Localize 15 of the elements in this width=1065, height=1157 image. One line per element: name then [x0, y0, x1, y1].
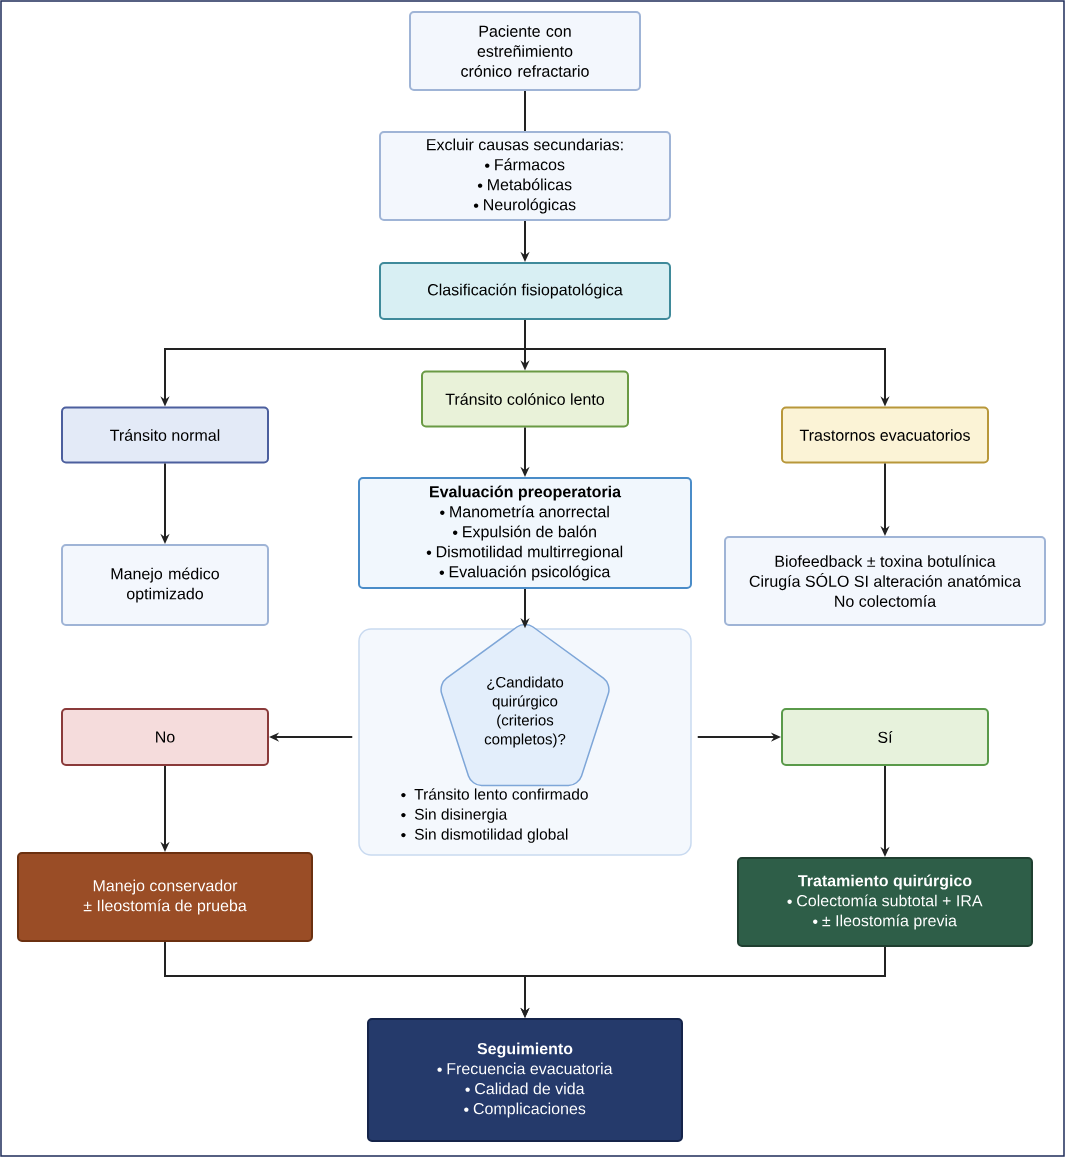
- decision-pentagon: ¿Candidato quirúrgico (criterios completos)?: [440, 623, 610, 787]
- process-box: Biofeedback ± toxina botulínica Cirugía SÓLO SI alteración anatómica No colectomía: [724, 536, 1046, 626]
- process-box: Paciente con estreñimiento crónico refractario: [409, 11, 641, 91]
- process-box: Tránsito normal: [61, 406, 269, 464]
- process-box: Clasificación fisiopatológica: [379, 262, 671, 320]
- process-box: Evaluación preoperatoria Manometría anorrectal Expulsión de balón Dismotilidad multirregional Evaluación psicológica: [358, 477, 692, 589]
- process-box: Manejo conservador ± Ileostomía de prueba: [17, 852, 313, 942]
- process-box: Trastornos evacuatorios: [781, 406, 989, 464]
- process-box: No: [61, 708, 269, 766]
- process-box: Seguimiento Frecuencia evacuatoria Calidad de vida Complicaciones: [367, 1018, 683, 1142]
- process-box: Manejo médico optimizado: [61, 544, 269, 626]
- process-box: Tránsito colónico lento: [421, 370, 629, 428]
- process-box: Tratamiento quirúrgico Colectomía subtotal + IRA ± Ileostomía previa: [737, 857, 1033, 947]
- process-box: Excluir causas secundarias: Fármacos Metabólicas Neurológicas: [379, 131, 671, 221]
- process-box: Sí: [781, 708, 989, 766]
